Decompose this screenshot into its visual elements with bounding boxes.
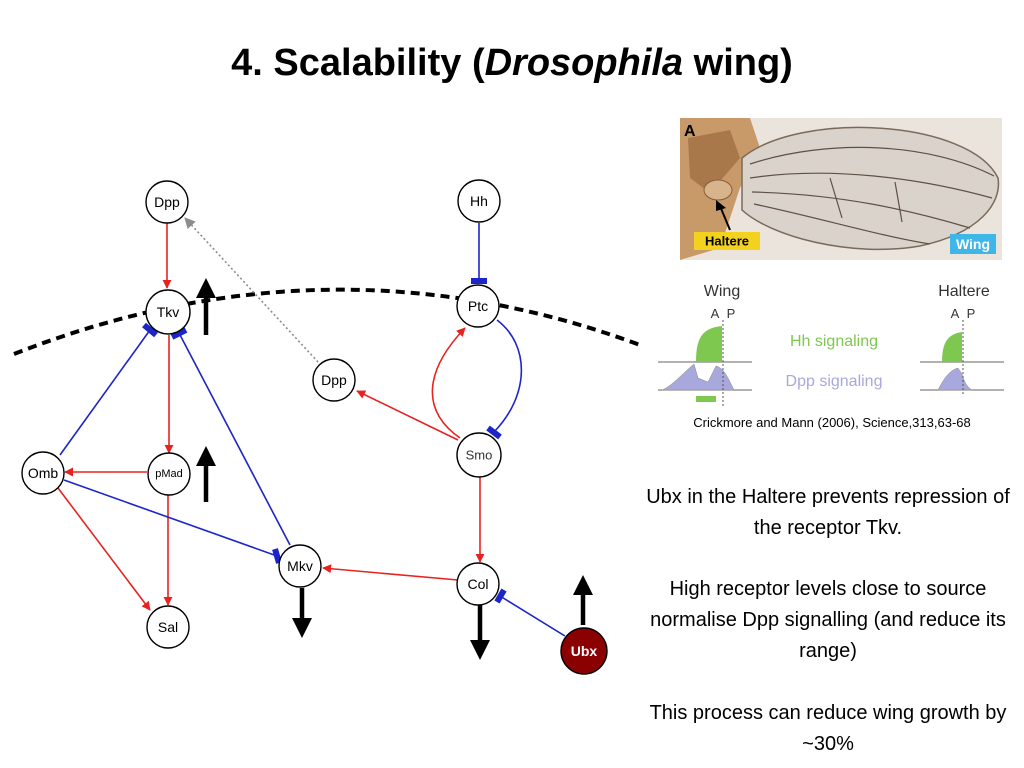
wing-header: Wing [704, 283, 740, 300]
haltere-header: Haltere [938, 283, 990, 300]
node-tkv: Tkv [145, 289, 191, 335]
node-omb: Omb [21, 451, 65, 495]
regulatory-network-diagram: Dpp Hh Tkv Ptc Dpp Omb pMad Smo Mkv Col … [13, 179, 640, 675]
node-pmad: pMad [147, 452, 191, 496]
wing-dpp-profile [661, 363, 735, 391]
dpp-signaling-label: Dpp signaling [786, 373, 883, 390]
edge-col-mkv [322, 564, 459, 581]
paragraph-receptor-levels: High receptor levels close to source nor… [650, 578, 1006, 662]
edge-ptc-smo [493, 319, 523, 433]
edge-smo-dpp [356, 390, 459, 441]
cell-membrane [13, 287, 640, 356]
signaling-profiles-figure: Wing Haltere A P A P Hh signaling Dpp si [652, 278, 1004, 414]
node-label: Mkv [287, 558, 313, 574]
citation: Crickmore and Mann (2006), Science,313,6… [693, 415, 971, 430]
paragraph-ubx-haltere: Ubx in the Haltere prevents repression o… [646, 486, 1010, 539]
node-dpp-top: Dpp [145, 180, 189, 224]
wing-ap-p: P [727, 306, 736, 321]
node-label: Smo [466, 448, 493, 463]
wing-label: Wing [956, 236, 990, 252]
haltere-hh-profile [942, 332, 962, 362]
node-label: Dpp [321, 372, 347, 388]
haltere-ap-a: A [951, 306, 960, 321]
node-hh: Hh [457, 179, 501, 223]
dpp-secretion-edge [184, 217, 319, 363]
title-italic: Drosophila [484, 42, 684, 84]
wing-blade [741, 126, 1000, 251]
haltere-dpp-profile [937, 367, 973, 391]
wing-hh-profile [696, 326, 722, 362]
node-smo: Smo [456, 432, 502, 478]
haltere-label: Haltere [705, 234, 749, 249]
wing-label-box [950, 234, 996, 254]
slide-title: 4. Scalability (Drosophila wing) [0, 42, 1024, 85]
wing-ap-a: A [711, 306, 720, 321]
haltere-ap-p: P [967, 306, 976, 321]
edge-omb-sal [57, 487, 151, 611]
title-suffix: wing) [683, 42, 793, 84]
node-label: Tkv [157, 304, 180, 320]
edge-mkv-tkv [178, 332, 291, 546]
edge-omb-tkv [59, 329, 151, 456]
node-mkv: Mkv [278, 544, 322, 588]
expression-change-arrows [196, 278, 593, 660]
node-label: Sal [158, 619, 178, 635]
haltere-label-box [694, 232, 760, 250]
node-label: Hh [470, 193, 488, 209]
wing-photo: A Haltere Wing [680, 118, 1002, 260]
node-label: Ptc [468, 298, 488, 314]
activation-edges [57, 223, 485, 611]
hh-signaling-label: Hh signaling [790, 333, 878, 350]
node-sal: Sal [146, 605, 190, 649]
edge-omb-mkv [63, 479, 278, 557]
edge-ubx-col [499, 595, 566, 637]
node-label: Omb [28, 465, 59, 481]
inhibition-edges [59, 223, 566, 637]
node-ptc: Ptc [456, 284, 500, 328]
node-label: pMad [155, 468, 183, 480]
panel-letter: A [684, 123, 696, 140]
node-col: Col [456, 562, 500, 606]
node-label: Dpp [154, 194, 180, 210]
edge-smo-ptc [431, 327, 466, 439]
node-label: Col [467, 576, 488, 592]
node-label: Ubx [571, 643, 598, 659]
paragraph-wing-growth: This process can reduce wing growth by ~… [649, 702, 1007, 755]
title-prefix: 4. Scalability ( [231, 42, 485, 84]
node-ubx: Ubx [560, 627, 608, 675]
haltere-structure [703, 179, 733, 201]
node-dpp-mid: Dpp [312, 358, 356, 402]
